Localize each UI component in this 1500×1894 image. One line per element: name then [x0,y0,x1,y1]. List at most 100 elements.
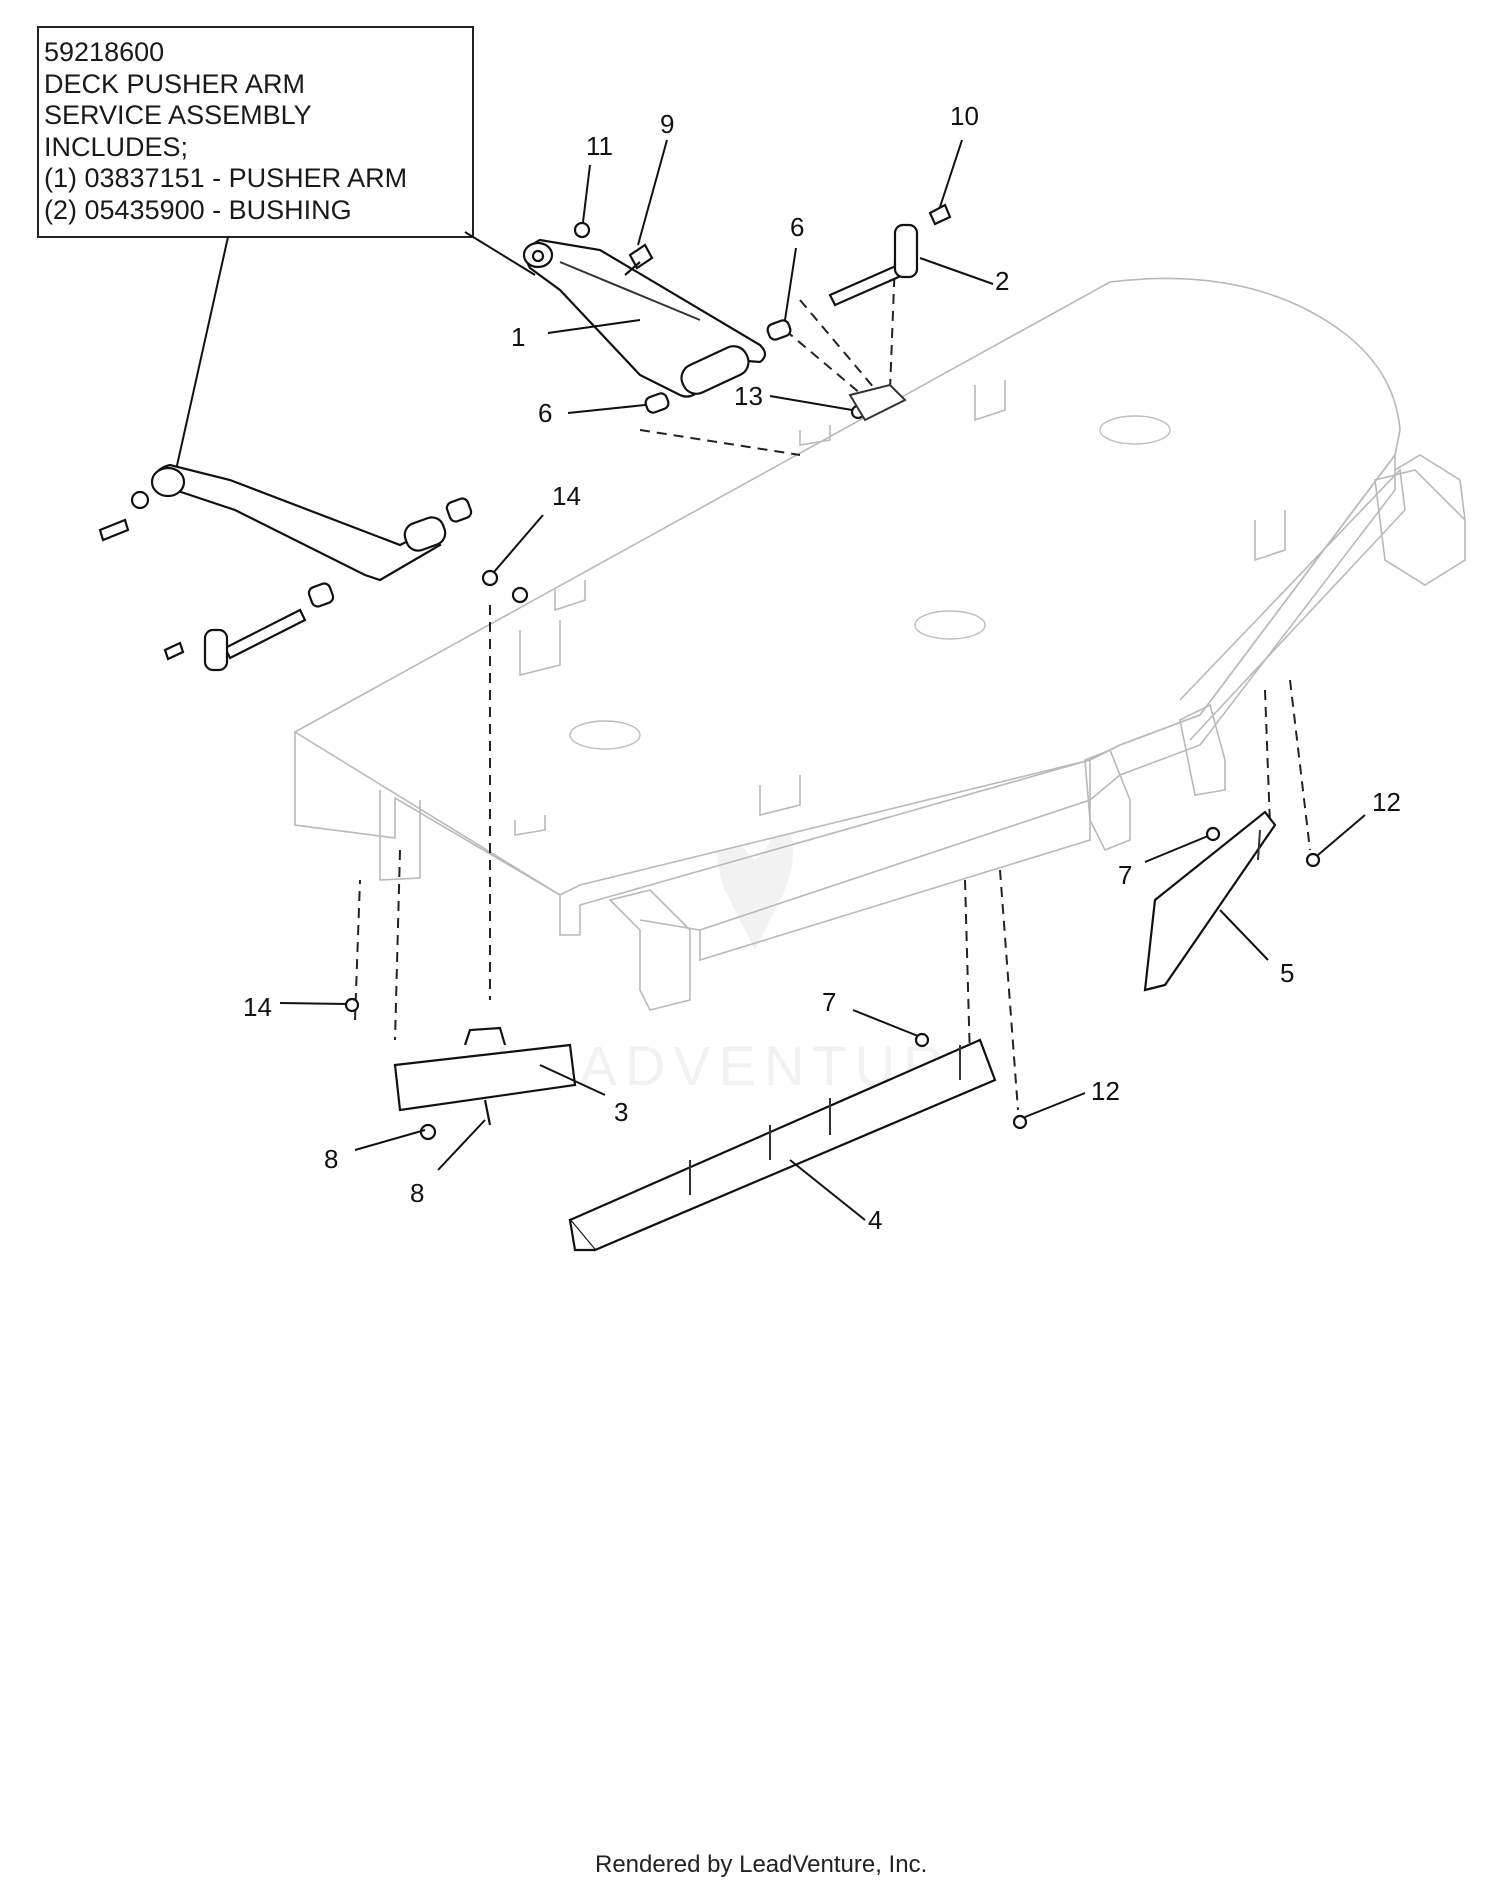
service-assembly-callout: 59218600 DECK PUSHER ARM SERVICE ASSEMBL… [37,26,536,489]
callout-line-4: INCLUDES; [44,132,188,162]
callout-line-5: (1) 03837151 - PUSHER ARM [44,163,407,193]
label-6-upper: 6 [790,212,804,242]
callout-box [37,26,474,238]
deck-right-skirt [1089,452,1396,801]
exploded-pin-plate [203,628,229,672]
bolt-8-left [419,1123,437,1141]
spindle-opening-left [569,720,641,750]
render-credit: Rendered by LeadVenture, Inc. [595,1851,927,1878]
spindle-opening-center [914,610,986,640]
leader-14-upper [493,514,544,573]
leader-3 [539,1064,606,1096]
upper-hardware [573,203,952,422]
dash-bushing-lower [639,429,801,456]
deck-tab-arm-mount [799,425,831,446]
arm-mount-bracket [848,383,907,422]
dash-baffle-4-left [964,879,971,1061]
deck-tab-mid-left [554,580,586,612]
leader-7-right [1144,835,1209,863]
dash-baffle-5-left [1264,689,1271,826]
dash-baffle-5-right [1289,679,1311,851]
mower-deck [293,277,1466,1011]
deck-bracket-front-right [1084,748,1131,852]
label-5: 5 [1280,958,1294,988]
callout-line-2: DECK PUSHER ARM [44,69,305,99]
label-9: 9 [660,109,674,139]
label-12-front: 12 [1091,1076,1120,1106]
label-10: 10 [950,101,979,131]
bolt-7-right [1205,826,1221,842]
label-11: 11 [586,131,613,161]
bushing-6-upper [766,319,792,341]
pusher-arm-upper [522,238,767,398]
deck-front-corner [559,895,581,936]
deck-bracket-front-left [608,889,691,1011]
label-12-right: 12 [1372,787,1401,817]
deck-bracket-right-2 [1374,469,1466,586]
pusher-arm-eye-hole [531,249,545,263]
deck-tab-left [519,620,561,677]
leader-2 [919,257,994,285]
callout-line-3: SERVICE ASSEMBLY [44,100,312,130]
deck-bracket-right-1 [1179,703,1226,796]
label-2: 2 [995,266,1009,296]
callout-line-1: 59218600 [44,37,164,67]
baffle-5 [1143,810,1277,992]
bolt-9-shank [624,261,641,276]
part-labels: 1 2 3 4 5 6 6 7 7 8 8 9 10 11 12 12 13 1… [243,101,1401,1235]
deck-left-skirt [294,732,561,896]
label-1: 1 [511,322,525,352]
exploded-arm-tube [403,516,447,552]
callout-leader-left [171,236,229,489]
nut-12-front [1012,1114,1028,1130]
leader-9 [637,139,668,246]
dash-left-post [394,849,401,1041]
exploded-bushing-2 [307,582,335,608]
label-6-lower: 6 [538,398,552,428]
deck-tab-rear-2 [1254,510,1286,562]
label-14-upper: 14 [552,481,581,511]
baffle-5-slot [1257,829,1261,861]
leader-12-right [1317,814,1366,856]
bolt-8-right [483,1099,492,1126]
dash-pin-10 [889,259,896,391]
leader-5 [1219,909,1269,961]
pivot-pin-2-plate [893,223,919,279]
dash-baffle-4-right [999,869,1019,1111]
label-4: 4 [868,1205,882,1235]
baffle-3-plate [393,1043,577,1112]
exploded-arm-eye [150,466,186,498]
deck-left-post [379,790,421,881]
baffle-4-flange [568,1219,595,1252]
leader-14-lower [279,1002,348,1005]
exploded-arm-body [155,463,442,582]
leader-7-front [852,1009,919,1037]
leader-11 [582,164,591,223]
bolt-9-head [628,243,654,270]
leader-12-front [1024,1092,1086,1118]
leader-lines [279,139,1366,1221]
label-8-right: 8 [410,1178,424,1208]
leader-1 [547,319,641,334]
leader-8-left [354,1129,426,1151]
leader-6-upper [784,247,797,321]
leader-13 [769,395,853,411]
deck-top-surface [293,277,1401,896]
label-8-left: 8 [324,1144,338,1174]
deck-bracket-right-2-top [1394,454,1466,521]
exploded-bolt [98,518,130,542]
nut-12-right [1305,852,1321,868]
callout-leader-right [464,231,536,276]
pusher-arm-tube [680,345,750,395]
pusher-arm-exploded [98,463,473,672]
leader-4 [789,1159,866,1221]
exploded-pin-bolt [163,641,185,661]
label-7-right: 7 [1118,860,1132,890]
bolt-7-front [914,1032,930,1048]
exploded-bushing-1 [445,497,473,523]
baffle-5-plate [1143,810,1277,992]
leader-10 [939,139,963,208]
nut-14-lower [344,997,360,1013]
leader-6-lower [567,404,646,414]
